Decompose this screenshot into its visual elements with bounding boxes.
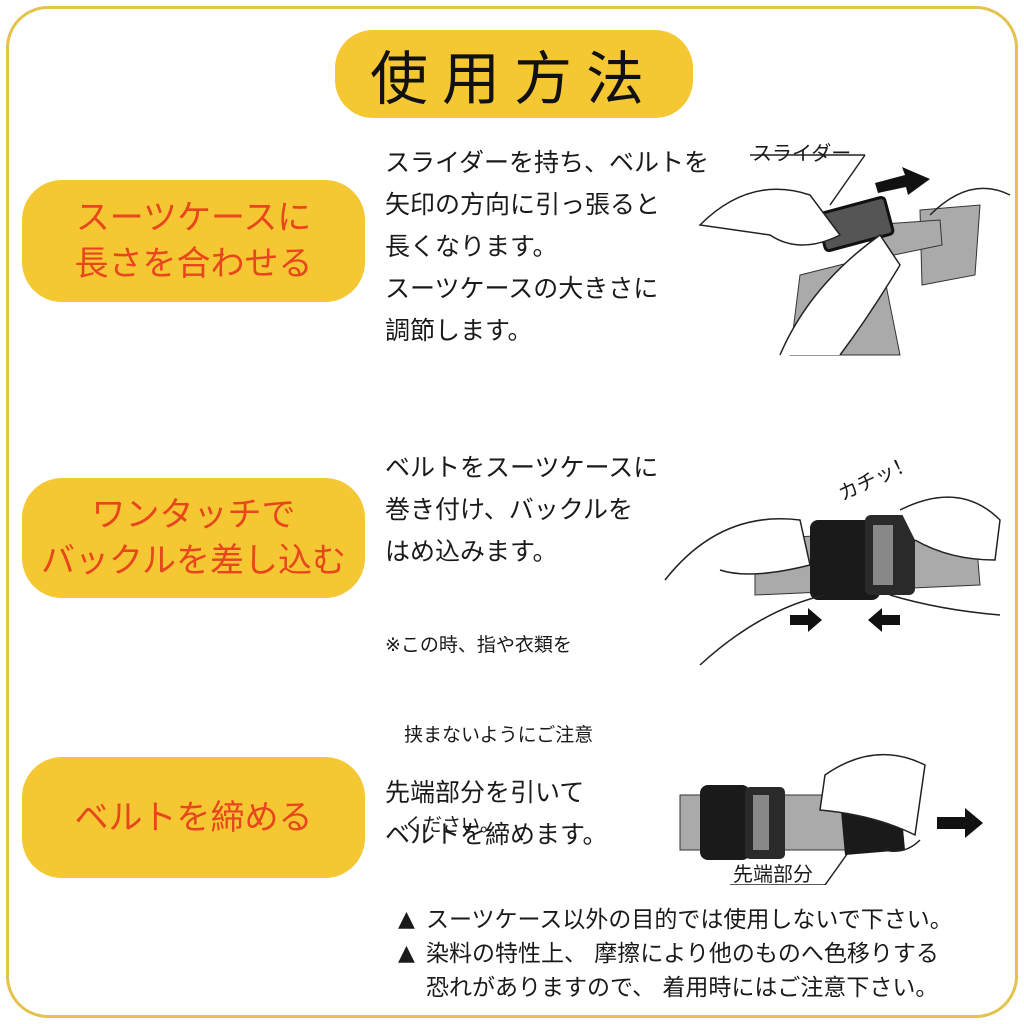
section-description: スライダーを持ち、ベルトを 矢印の方向に引っ張ると 長くなります。 スーツケース… (385, 142, 709, 352)
heading-line: ワンタッチで (91, 495, 296, 535)
text-line: はめ込みます。 (385, 537, 558, 566)
text-line: スーツケースの大きさに (385, 274, 659, 303)
warning-item: ▲ 染料の特性上、 摩擦により他のものへ色移りする恐れがありますので、 着用時に… (398, 937, 953, 1005)
text-line: 巻き付け、バックルを (385, 495, 634, 524)
text-line: スライダーを持ち、ベルトを (385, 148, 710, 177)
heading-line: 長さを合わせる (74, 244, 313, 284)
text-line: 挟まないようにご注意 (385, 724, 594, 746)
section-heading-tighten-belt: ベルトを締める (22, 757, 365, 878)
warning-text: 染料の特性上、 摩擦により他のものへ色移りする (426, 941, 939, 967)
warning-text: 恐れがありますので、 着用時にはご注意下さい。 (426, 975, 939, 1001)
heading-line: ベルトを締める (74, 797, 313, 838)
warning-text: スーツケース以外の目的では使用しないで下さい。 (426, 907, 953, 933)
warning-item: ▲ スーツケース以外の目的では使用しないで下さい。 (398, 903, 953, 937)
text-line: ください。 (385, 814, 500, 836)
caution-note: ※この時、指や衣類を 挟まないようにご注意 ください。 (385, 570, 593, 870)
tip-label: 先端部分 (733, 862, 813, 886)
page-border (6, 6, 1018, 1018)
text-line: ベルトを締めます。 (385, 820, 608, 849)
page-title: 使用方法 (335, 30, 693, 118)
warning-icon: ▲ (398, 941, 415, 966)
section-description: 先端部分を引いて ベルトを締めます。 (385, 772, 608, 856)
arrow-icon (875, 167, 930, 195)
section-heading-adjust-length: スーツケースに長さを合わせる (22, 180, 365, 302)
section-heading-insert-buckle: ワンタッチでバックルを差し込む (22, 478, 365, 598)
warnings: ▲ スーツケース以外の目的では使用しないで下さい。 ▲ 染料の特性上、 摩擦によ… (398, 903, 953, 1005)
heading-line: バックルを差し込む (41, 541, 346, 581)
text-line: 長くなります。 (385, 232, 558, 261)
text-line: 矢印の方向に引っ張ると (385, 190, 661, 219)
tighten-illustration (679, 753, 983, 885)
warning-icon: ▲ (398, 907, 415, 932)
text-line: 調節します。 (385, 316, 533, 345)
slider-label: スライダー (752, 141, 852, 165)
section-description: ベルトをスーツケースに 巻き付け、バックルを はめ込みます。 (385, 447, 658, 573)
arrow-right-icon (937, 808, 983, 838)
arrow-right-icon (790, 608, 822, 632)
text-line: ベルトをスーツケースに (385, 453, 659, 482)
text-line: ※この時、指や衣類を (385, 634, 572, 656)
buckle-illustration (664, 496, 1001, 666)
arrow-left-icon (868, 608, 900, 632)
slider-illustration (698, 154, 1011, 356)
heading-line: スーツケースに (75, 198, 312, 238)
text-line: 先端部分を引いて (385, 778, 585, 807)
